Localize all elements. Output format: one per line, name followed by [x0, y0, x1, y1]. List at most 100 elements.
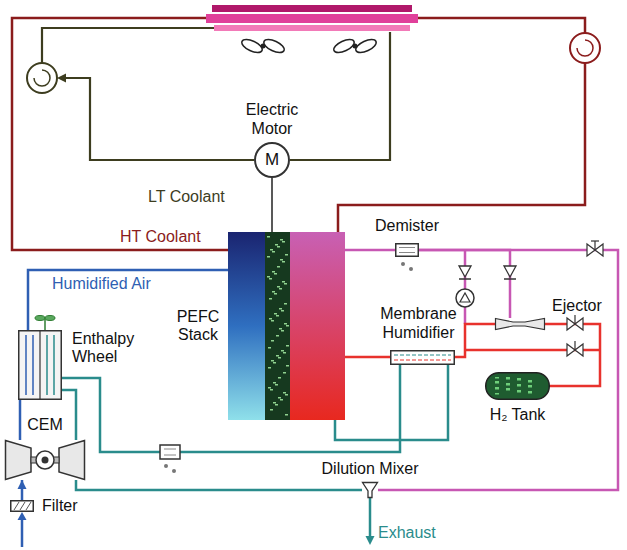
pefc-stack-shape [228, 232, 345, 420]
cem-motor [36, 451, 54, 469]
bypass-valve [567, 344, 575, 356]
tank-speck [506, 378, 510, 380]
pipe-connector [455, 324, 495, 357]
coolant-loop-label: HT Coolant [120, 228, 201, 246]
catalyst-speck [277, 266, 280, 268]
catalyst-speck [270, 249, 273, 251]
fan-hub [353, 44, 358, 49]
pipe-connector [335, 365, 448, 440]
coolant-pipe [12, 18, 228, 250]
catalyst-speck [276, 335, 279, 337]
fan-blade [332, 37, 356, 55]
fan-blade [240, 37, 264, 55]
catalyst-speck [283, 392, 286, 394]
filter-hatch [26, 502, 31, 510]
pipe-connector [378, 250, 618, 490]
catalyst-speck [271, 320, 274, 322]
purge-valve [594, 241, 595, 250]
coolant-pump [27, 63, 57, 93]
fan-hub [261, 44, 266, 49]
catalyst-speck [271, 360, 274, 362]
catalyst-speck [281, 310, 284, 312]
component-label: Enthalpy Wheel [72, 330, 152, 367]
component-label: H₂ Tank [490, 406, 546, 424]
coolant-pipe [418, 18, 585, 33]
tank-speck [528, 381, 532, 383]
catalyst-speck [282, 281, 285, 283]
compressor-housing [6, 441, 32, 480]
motor-letter: M [265, 150, 279, 170]
catalyst-speck [275, 384, 278, 386]
catalyst-speck [286, 325, 289, 327]
anode-channel [290, 232, 345, 420]
catalyst-speck [283, 372, 286, 374]
ejector: Ejector [495, 318, 545, 330]
tank-speck [506, 383, 510, 385]
catalyst-speck [281, 330, 284, 332]
coolant-pipe [290, 32, 390, 160]
catalyst-speck [275, 404, 278, 406]
ejector-shape [495, 318, 545, 330]
purge-valve [587, 244, 595, 256]
catalyst-speck [283, 352, 286, 354]
humidifier-membrane [394, 360, 451, 361]
radiator-core [214, 25, 410, 31]
mixer-funnel [363, 483, 378, 498]
catalyst-speck [267, 236, 270, 238]
wheel-channel [25, 335, 27, 395]
wheel-body [19, 331, 62, 400]
tank-speck [528, 385, 532, 387]
connector-arrowhead [18, 480, 27, 489]
air-inlet-arrow [21, 519, 24, 547]
tank-speck [517, 384, 521, 386]
component-label: Dilution Mixer [322, 460, 419, 478]
demister-box [396, 244, 419, 257]
catalyst-speck [284, 303, 287, 305]
catalyst-speck [273, 402, 276, 404]
catalyst-speck [276, 355, 279, 357]
catalyst-speck [280, 259, 283, 261]
tank-speck [506, 377, 510, 379]
exhaust-demister [164, 449, 176, 450]
wheel-drive-icon [45, 316, 55, 321]
tank-speck [495, 382, 499, 384]
pump-impeller [34, 70, 50, 86]
cem-shaft [31, 457, 59, 463]
catalyst-speck [268, 347, 271, 349]
coolant-pump [570, 33, 600, 63]
demister: Demister [395, 243, 419, 257]
catalyst-speck [269, 298, 272, 300]
component-label: Filter [42, 497, 78, 515]
catalyst-speck [277, 246, 280, 248]
check-valve [504, 278, 516, 280]
tank-speck [495, 388, 499, 390]
catalyst-speck [280, 239, 283, 241]
demister-mesh [399, 252, 415, 253]
cem-compressor-expander: CEM [5, 440, 85, 480]
catalyst-speck [286, 365, 289, 367]
pefc-stack: PEFC Stack [228, 232, 345, 420]
component-label: Electric Motor [231, 101, 313, 138]
catalyst-speck [286, 345, 289, 347]
purge-valve [595, 244, 603, 256]
pipe-connector [19, 400, 22, 440]
catalyst-speck [269, 278, 272, 280]
catalyst-speck [278, 357, 281, 359]
wheel-divider [39, 331, 40, 399]
purge-valve [591, 240, 599, 241]
exhaust-arrow [369, 498, 372, 537]
ejector-nozzle [496, 319, 545, 330]
catalyst-speck [273, 362, 276, 364]
flow-arrowhead [57, 74, 66, 83]
exhaust-demister [164, 455, 176, 456]
tank-speck [528, 391, 532, 393]
catalyst-speck [281, 350, 284, 352]
air-filter-shape [10, 500, 34, 512]
coolant-pipe [338, 63, 585, 232]
catalyst-speck [282, 261, 285, 263]
pipe-connector [345, 249, 395, 252]
expander-housing [59, 441, 85, 480]
tank-speck [495, 381, 499, 383]
coolant-loop-label: LT Coolant [148, 188, 225, 206]
filter-hatch [20, 502, 25, 510]
